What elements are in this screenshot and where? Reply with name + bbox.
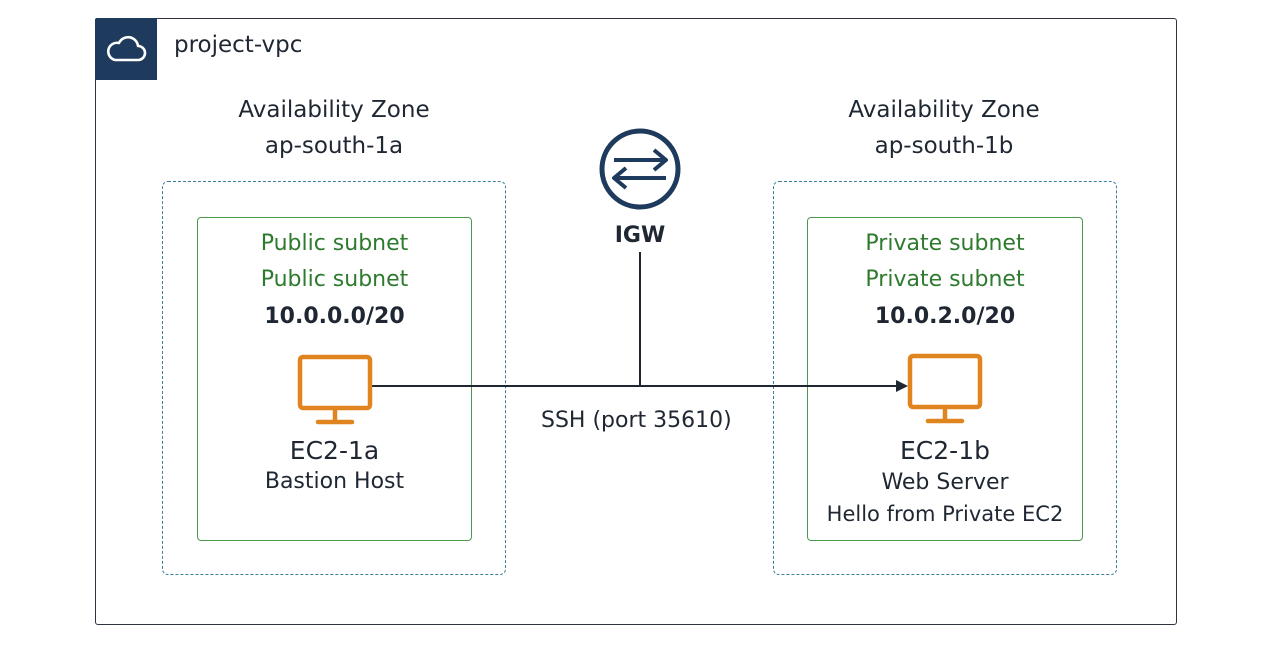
az-1-label: Availability Zone ap-south-1a bbox=[184, 92, 484, 164]
public-subnet-type-1: Public subnet bbox=[260, 231, 409, 256]
az-2-box bbox=[773, 181, 1117, 575]
private-subnet-cidr: 10.0.2.0/20 bbox=[874, 304, 1016, 329]
ec2-1a-role: Bastion Host bbox=[264, 469, 405, 494]
private-subnet-labels: Private subnet Private subnet 10.0.2.0/2… bbox=[807, 226, 1083, 336]
az-2-label: Availability Zone ap-south-1b bbox=[794, 92, 1094, 164]
az-1-label-line1: Availability Zone bbox=[238, 97, 430, 123]
private-subnet-type-2: Private subnet bbox=[865, 267, 1025, 292]
az-2-label-line2: ap-south-1b bbox=[874, 133, 1014, 159]
ec2-1b-monitor-icon bbox=[907, 353, 983, 424]
vpc-title: project-vpc bbox=[174, 32, 303, 58]
vpc-container bbox=[95, 18, 1177, 625]
az-1-box bbox=[162, 181, 506, 575]
ssh-label: SSH (port 35610) bbox=[541, 408, 732, 433]
ec2-1b-labels: EC2-1b Web Server Hello from Private EC2 bbox=[807, 436, 1083, 526]
ec2-1b-name: EC2-1b bbox=[900, 436, 990, 465]
public-subnet-cidr: 10.0.0.0/20 bbox=[264, 304, 405, 329]
private-subnet-type-1: Private subnet bbox=[865, 231, 1025, 256]
az-2-label-line1: Availability Zone bbox=[848, 97, 1040, 123]
public-subnet-labels: Public subnet Public subnet 10.0.0.0/20 bbox=[197, 226, 472, 336]
igw-label: IGW bbox=[614, 223, 666, 248]
router-icon bbox=[599, 128, 681, 210]
ec2-1a-name: EC2-1a bbox=[289, 436, 380, 465]
az-1-label-line2: ap-south-1a bbox=[264, 133, 404, 159]
ec2-1b-role: Web Server bbox=[881, 470, 1009, 495]
cloud-icon bbox=[106, 35, 147, 62]
ec2-1a-monitor-icon bbox=[297, 354, 373, 425]
public-subnet-box bbox=[197, 217, 472, 541]
ec2-1b-note: Hello from Private EC2 bbox=[826, 502, 1064, 526]
ec2-1a-labels: EC2-1a Bastion Host bbox=[197, 436, 472, 494]
public-subnet-type-2: Public subnet bbox=[260, 267, 409, 292]
private-subnet-box bbox=[807, 217, 1083, 541]
vpc-badge bbox=[95, 18, 157, 80]
